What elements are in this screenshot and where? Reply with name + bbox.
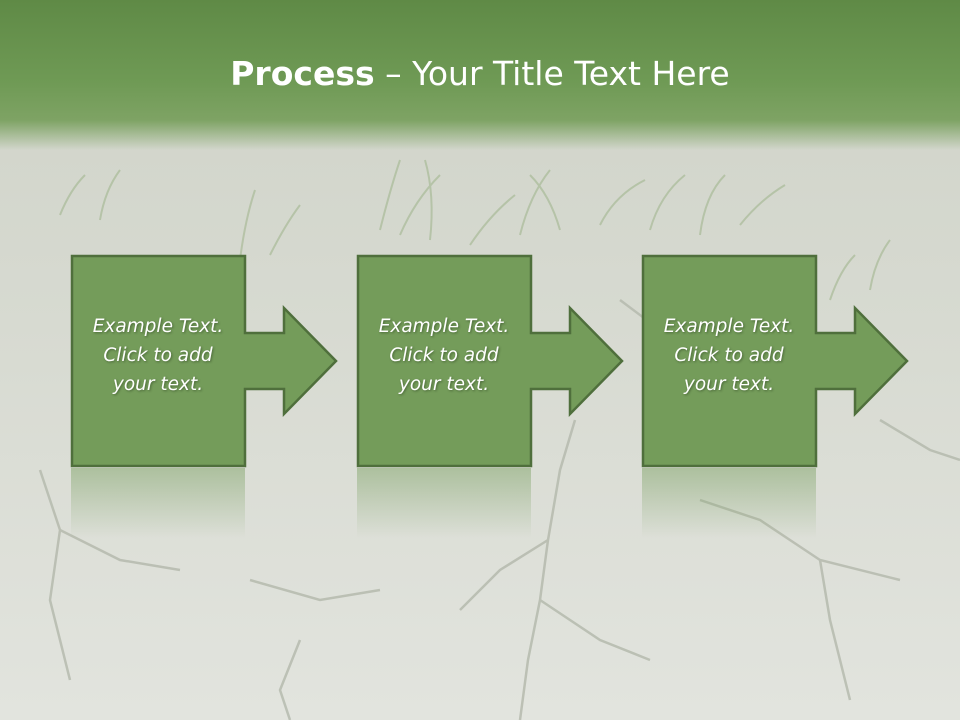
step-2-line-1: Example Text. <box>378 316 510 337</box>
step-1-reflection <box>71 468 245 538</box>
step-3-line-2: Click to add <box>674 345 784 366</box>
slide-title-bold: Process <box>230 54 375 93</box>
step-2-line-3: your text. <box>398 374 490 395</box>
process-step-1[interactable]: Example Text. Click to add your text. <box>70 254 341 470</box>
step-3-reflection <box>642 468 816 538</box>
step-3-line-1: Example Text. <box>663 316 795 337</box>
process-step-3[interactable]: Example Text. Click to add your text. <box>641 254 912 470</box>
step-3-text: Example Text. Click to add your text. <box>644 312 814 399</box>
step-1-arrow-shape <box>70 254 338 468</box>
step-1-line-2: Click to add <box>103 345 213 366</box>
slide-title[interactable]: Process – Your Title Text Here <box>0 52 960 96</box>
slide-title-rest: – Your Title Text Here <box>374 54 730 93</box>
step-2-line-2: Click to add <box>389 345 499 366</box>
step-2-arrow-shape <box>356 254 624 468</box>
title-band <box>0 0 960 150</box>
step-3-line-3: your text. <box>683 374 775 395</box>
step-2-text: Example Text. Click to add your text. <box>359 312 529 399</box>
step-2-reflection <box>357 468 531 538</box>
step-1-text: Example Text. Click to add your text. <box>73 312 243 399</box>
step-1-line-3: your text. <box>112 374 204 395</box>
process-step-2[interactable]: Example Text. Click to add your text. <box>356 254 627 470</box>
step-1-line-1: Example Text. <box>92 316 224 337</box>
step-3-arrow-shape <box>641 254 909 468</box>
